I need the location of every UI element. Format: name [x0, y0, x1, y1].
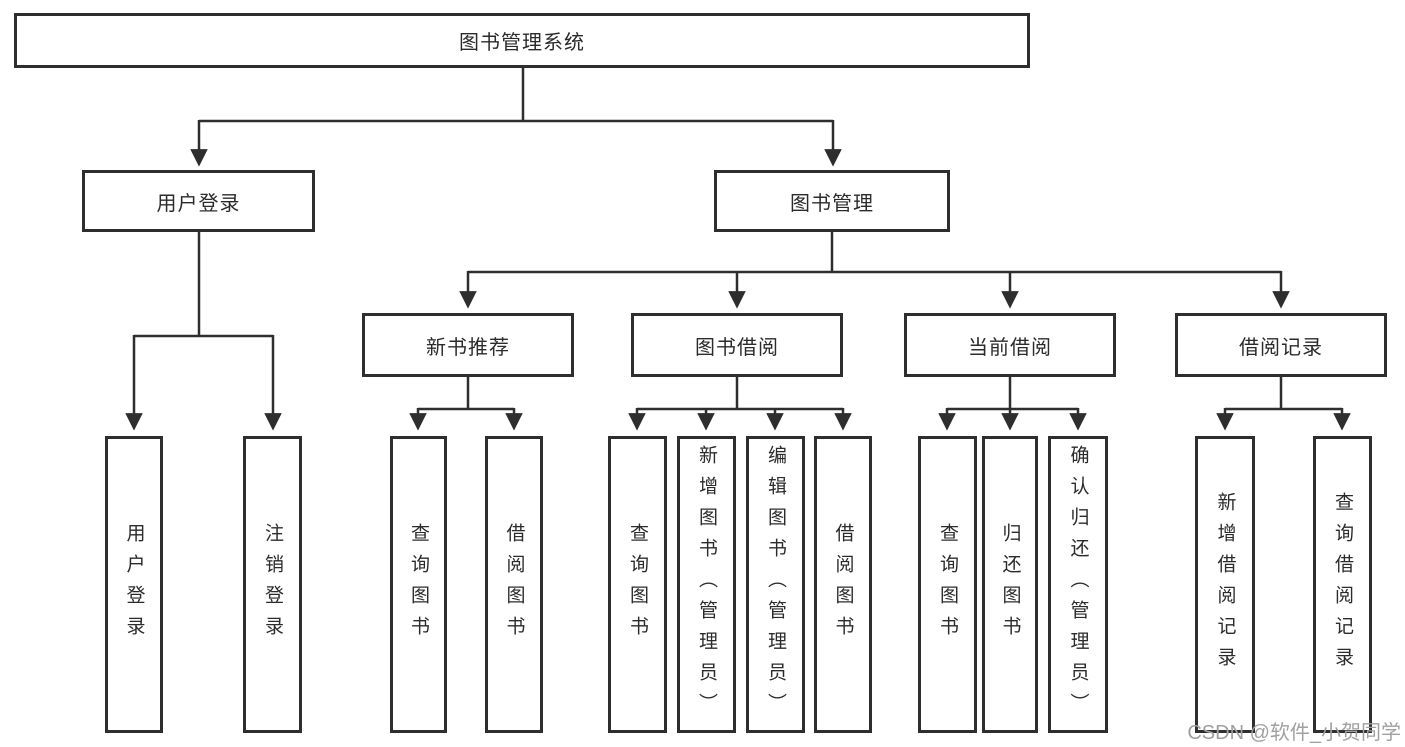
node-book-management-label: 图书管理	[790, 192, 874, 215]
leaf-edit-book-admin-label: 编辑图书（管理员）	[765, 445, 786, 724]
node-book-borrowing: 图书借阅	[631, 313, 843, 377]
node-user-login-label: 用户登录	[156, 192, 241, 215]
node-new-book-recommendation-label: 新书推荐	[426, 336, 510, 359]
leaf-logout: 注销登录	[243, 436, 302, 733]
leaf-query-borrow-record: 查询借阅记录	[1313, 436, 1372, 733]
leaf-query-books-recommend: 查询图书	[390, 436, 447, 733]
node-root-label: 图书管理系统	[459, 32, 585, 54]
leaf-borrow-books-label: 借阅图书	[832, 522, 854, 647]
leaf-add-borrow-record: 新增借阅记录	[1195, 436, 1255, 733]
node-book-management: 图书管理	[714, 170, 950, 232]
node-borrowing-records-label: 借阅记录	[1239, 336, 1323, 359]
leaf-query-books-current-label: 查询图书	[937, 522, 958, 647]
leaf-confirm-return-admin-label: 确认归还（管理员）	[1067, 445, 1089, 724]
leaf-borrow-books-recommend-label: 借阅图书	[503, 522, 525, 647]
node-borrowing-records: 借阅记录	[1175, 313, 1387, 377]
leaf-query-books-current: 查询图书	[918, 436, 977, 733]
node-book-borrowing-label: 图书借阅	[695, 336, 779, 359]
leaf-return-books-label: 归还图书	[999, 522, 1021, 647]
node-root-system: 图书管理系统	[14, 13, 1030, 68]
leaf-logout-label: 注销登录	[262, 522, 283, 647]
leaf-query-books-recommend-label: 查询图书	[408, 522, 429, 647]
leaf-edit-book-admin: 编辑图书（管理员）	[746, 436, 805, 733]
leaf-query-books-borrow-label: 查询图书	[627, 522, 648, 647]
node-new-book-recommendation: 新书推荐	[362, 313, 574, 377]
leaf-return-books: 归还图书	[982, 436, 1038, 733]
node-user-login: 用户登录	[82, 170, 315, 232]
leaf-add-book-admin-label: 新增图书（管理员）	[696, 445, 717, 724]
leaf-add-book-admin: 新增图书（管理员）	[677, 436, 736, 733]
leaf-query-borrow-record-label: 查询借阅记录	[1332, 491, 1353, 678]
leaf-borrow-books: 借阅图书	[814, 436, 872, 733]
csdn-watermark: CSDN @软件_小贺同学	[1187, 722, 1401, 744]
leaf-user-login-label: 用户登录	[123, 522, 145, 647]
leaf-confirm-return-admin: 确认归还（管理员）	[1048, 436, 1108, 733]
leaf-query-books-borrow: 查询图书	[608, 436, 667, 733]
node-current-borrowing-label: 当前借阅	[968, 336, 1052, 359]
leaf-add-borrow-record-label: 新增借阅记录	[1214, 491, 1236, 678]
leaf-borrow-books-recommend: 借阅图书	[485, 436, 543, 733]
leaf-user-login: 用户登录	[105, 436, 163, 733]
node-current-borrowing: 当前借阅	[904, 313, 1116, 377]
